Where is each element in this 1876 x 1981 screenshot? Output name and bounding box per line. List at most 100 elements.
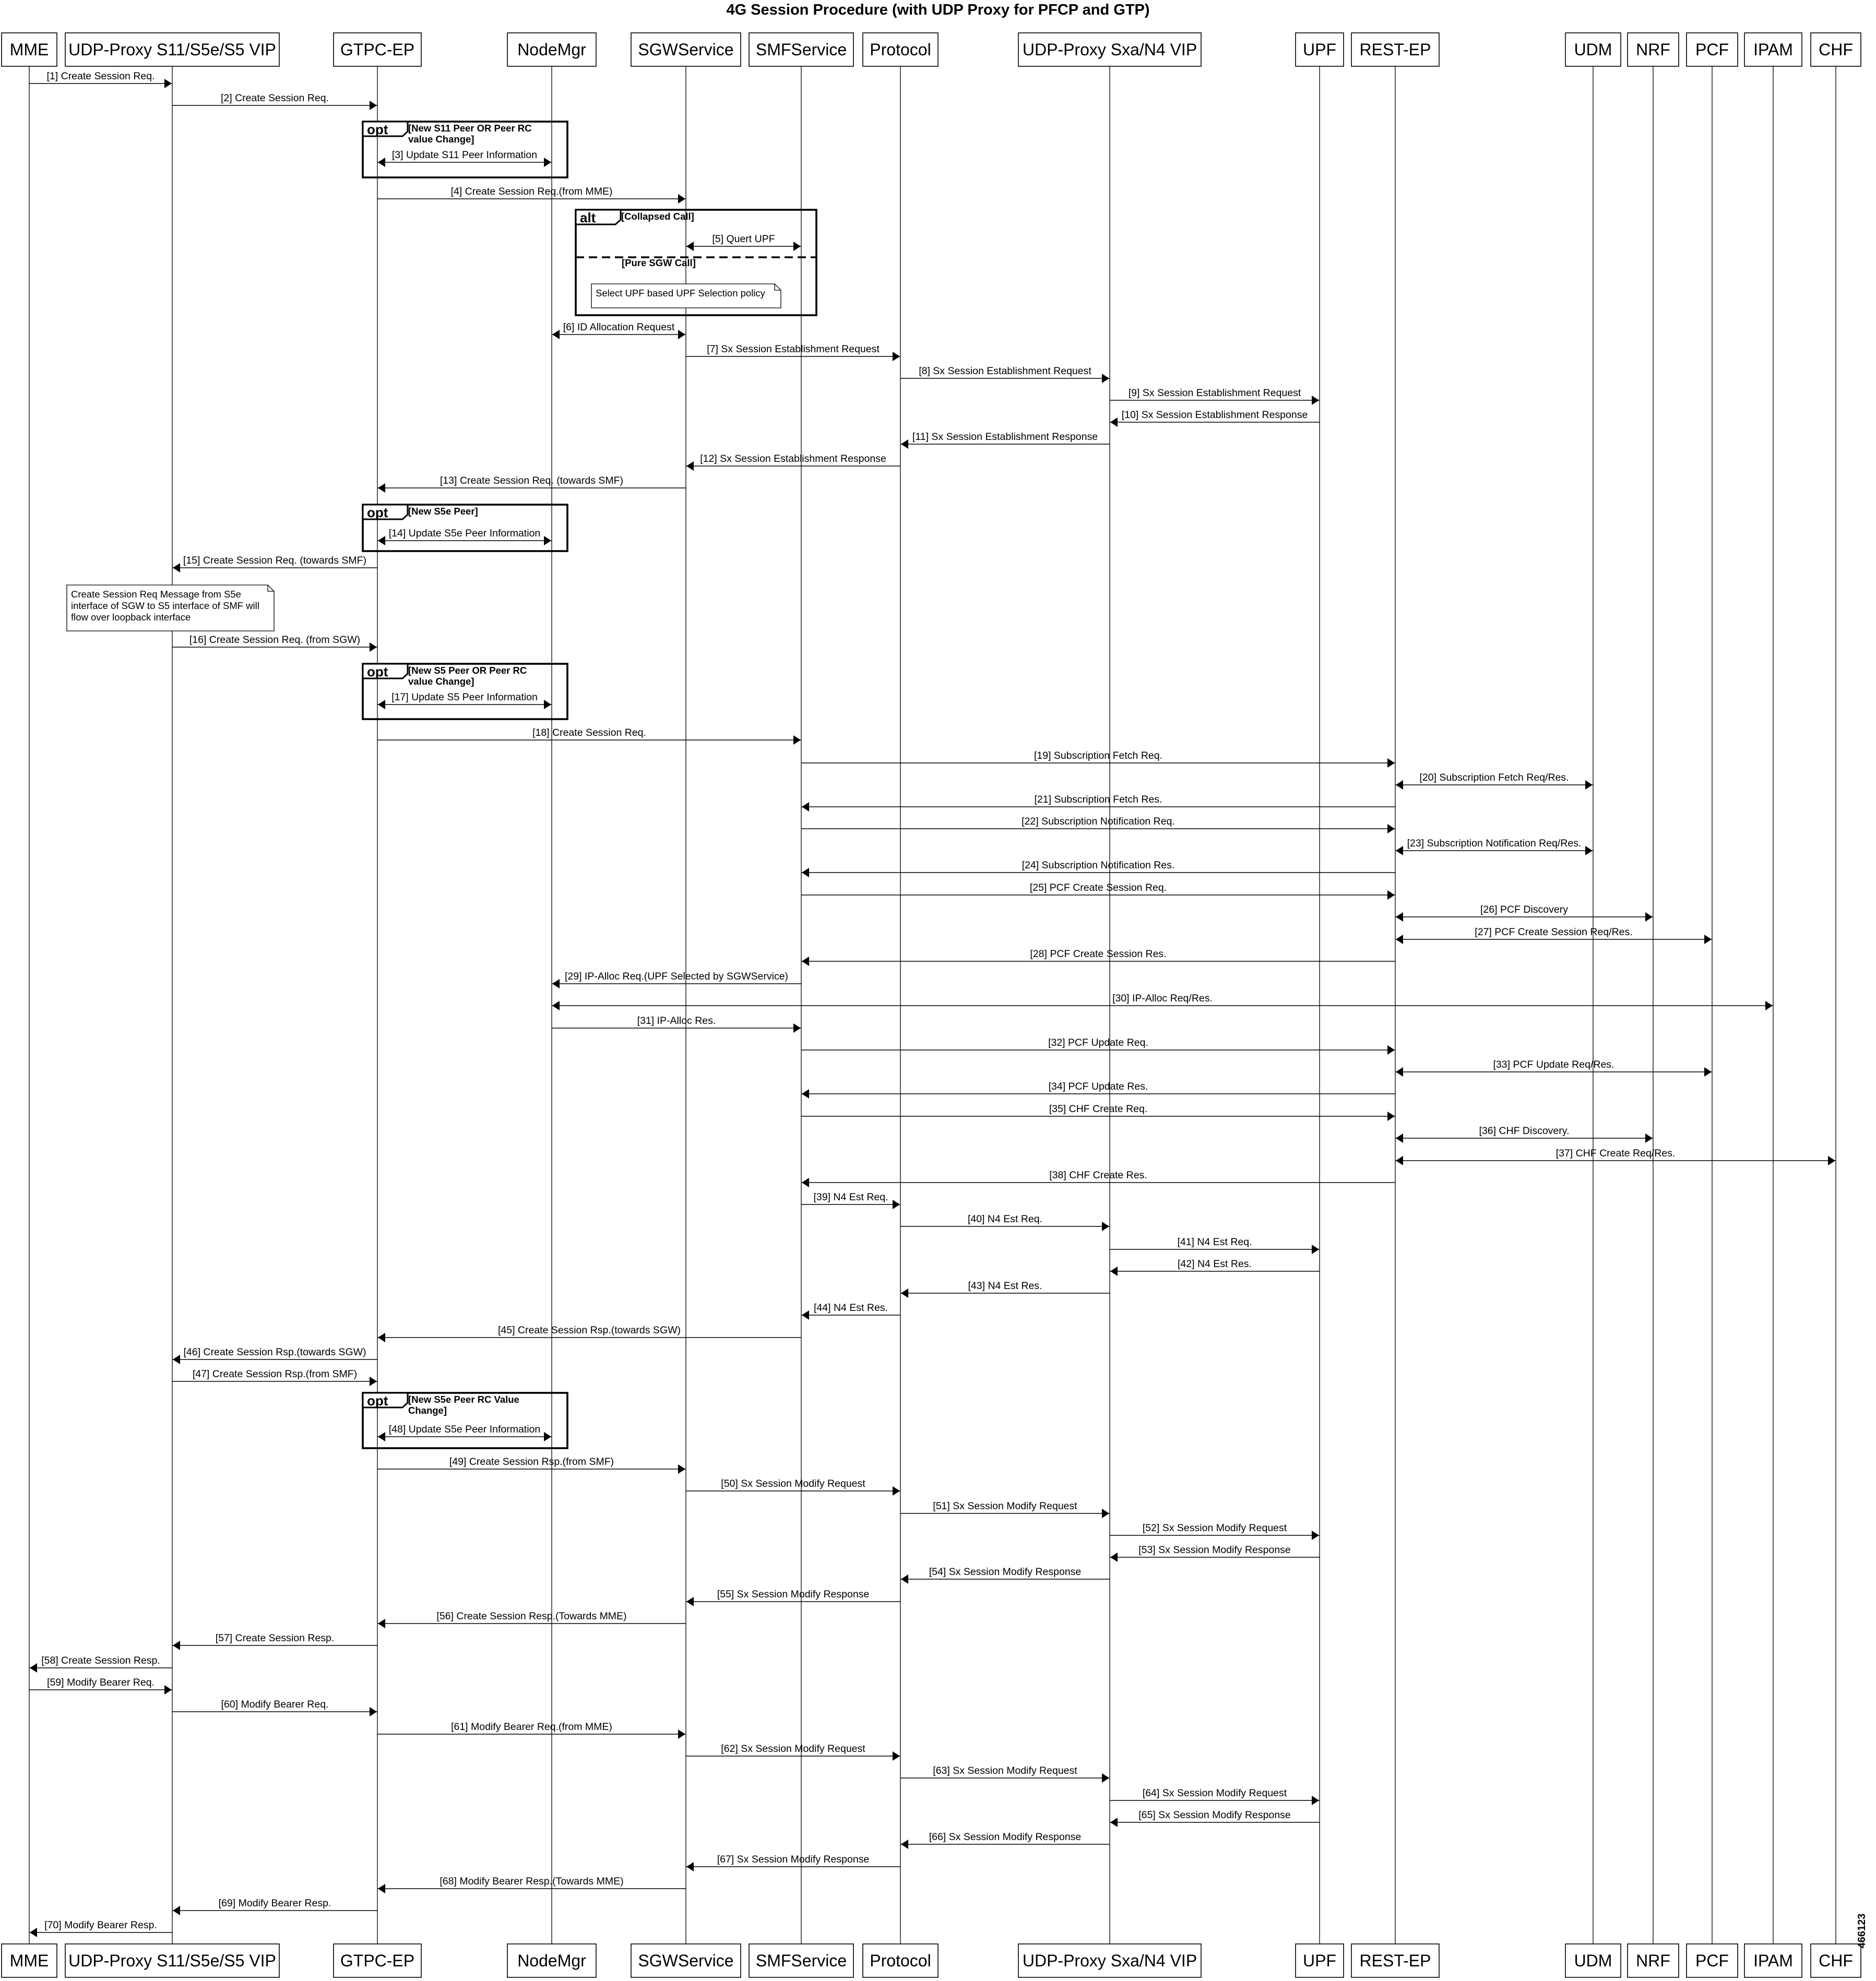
arrowhead [378,1619,385,1628]
arrowhead [552,979,560,988]
arrowhead [901,1574,908,1584]
participant-label: GTPC-EP [340,40,414,59]
participant-udps11-bottom: UDP-Proxy S11/S5e/S5 VIP [65,1943,280,1978]
arrowhead [173,563,180,572]
message-label: [16] Create Session Req. (from SGW) [189,634,360,646]
arrowhead [678,1464,685,1474]
fragment-alt: alt[Collapsed Call][Pure SGW Call] [575,209,817,316]
fragment-frame [362,1392,568,1449]
arrowhead [370,642,377,652]
participant-label: NodeMgr [517,40,586,59]
arrowhead [1102,1773,1109,1783]
message-28: [28] PCF Create Session Res. [801,948,1395,966]
arrowhead [802,1310,809,1320]
message-label: [44] N4 Est Res. [814,1302,888,1314]
participant-mme-bottom: MME [1,1943,57,1978]
message-4: [4] Create Session Req.(from MME) [377,186,686,204]
message-44: [44] N4 Est Res. [801,1302,900,1320]
fragment-guard: [New S5e Peer RC Value [408,1394,519,1405]
participant-box [1,1943,57,1978]
arrowhead [1396,912,1403,922]
message-8: [8] Sx Session Establishment Request [900,365,1110,383]
participant-chf-bottom: CHF [1810,1943,1861,1978]
participant-upf-top: UPF [1295,32,1344,67]
message-19: [19] Subscription Fetch Req. [801,750,1395,768]
message-label: [26] PCF Discovery [1480,904,1568,915]
fragment-tag [362,121,409,137]
arrowhead [686,1597,694,1606]
message-label: [38] CHF Create Res. [1049,1169,1147,1181]
message-58: [58] Create Session Resp. [29,1655,172,1673]
participant-proto-bottom: Protocol [862,1943,939,1978]
message-24: [24] Subscription Notification Res. [801,860,1395,877]
arrowhead [793,1023,801,1033]
arrowhead [1396,1067,1403,1077]
fragment-guard: [New S5e Peer] [408,506,478,517]
message-label: [60] Modify Bearer Req. [221,1699,329,1710]
participant-box [333,32,422,67]
arrowhead [901,1288,908,1298]
message-label: [48] Update S5e Peer Information [389,1424,541,1435]
message-32: [32] PCF Update Req. [801,1037,1395,1055]
participant-rest-bottom: REST-EP [1351,1943,1440,1978]
message-label: [1] Create Session Req. [46,70,155,82]
arrowhead [1396,780,1403,790]
fragment-frame [362,504,568,552]
arrowhead [1396,1133,1403,1143]
participant-label: UPF [1303,1951,1336,1970]
message-20: [20] Subscription Fetch Req/Res. [1395,772,1593,790]
fragment-tag [362,1392,409,1409]
message-14: [14] Update S5e Peer Information [377,528,552,545]
arrowhead [686,461,694,471]
message-label: [33] PCF Update Req/Res. [1493,1059,1614,1070]
message-23: [23] Subscription Notification Req/Res. [1395,838,1593,855]
message-label: [64] Sx Session Modify Request [1143,1787,1287,1799]
participant-smf-top: SMFService [749,32,854,67]
message-3: [3] Update S11 Peer Information [377,149,552,167]
participant-nodemgr-bottom: NodeMgr [507,1943,597,1978]
participant-box [65,32,280,67]
participant-mme-top: MME [1,32,57,67]
participant-sgw-bottom: SGWService [631,1943,741,1978]
arrowhead [686,1862,694,1871]
message-46: [46] Create Session Rsp.(towards SGW) [172,1346,377,1364]
participant-label: IPAM [1753,1951,1793,1970]
arrowhead [901,1840,908,1849]
fragment-guard: value Change] [408,134,474,145]
message-label: [23] Subscription Notification Req/Res. [1407,838,1582,849]
message-label: [69] Modify Bearer Resp. [219,1898,331,1909]
participant-label: Protocol [870,40,931,59]
message-label: [56] Create Session Resp.(Towards MME) [436,1610,626,1622]
message-label: [39] N4 Est Req. [813,1191,888,1203]
participant-box [749,1943,854,1978]
message-41: [41] N4 Est Req. [1110,1236,1320,1254]
participant-label: IPAM [1753,40,1793,59]
message-label: [61] Modify Bearer Req.(from MME) [451,1721,612,1733]
message-label: [19] Subscription Fetch Req. [1034,750,1162,761]
participant-udpsxa-top: UDP-Proxy Sxa/N4 VIP [1018,32,1202,67]
participant-label: PCF [1695,40,1729,59]
arrowhead [164,79,172,88]
message-34: [34] PCF Update Res. [801,1081,1395,1099]
arrowhead [552,1001,560,1010]
participant-box [1565,32,1621,67]
fragment-tag [575,209,622,225]
arrowhead [1585,780,1593,790]
participant-box [65,1943,280,1978]
participant-ipam-top: IPAM [1744,32,1802,67]
message-label: [2] Create Session Req. [221,92,329,104]
message-label: [55] Sx Session Modify Response [717,1589,870,1600]
arrowhead [378,700,385,709]
message-label: [32] PCF Update Req. [1048,1037,1148,1048]
arrowhead [1704,935,1712,944]
message-69: [69] Modify Bearer Resp. [172,1898,377,1915]
message-47: [47] Create Session Rsp.(from SMF) [172,1368,377,1386]
fragment-else-guard: [Pure SGW Call] [622,257,696,268]
arrowhead [1645,1133,1653,1143]
message-label: [27] PCF Create Session Req/Res. [1475,926,1632,938]
message-67: [67] Sx Session Modify Response [686,1854,900,1871]
participant-label: UDP-Proxy S11/S5e/S5 VIP [68,40,276,59]
message-40: [40] N4 Est Req. [900,1213,1110,1231]
